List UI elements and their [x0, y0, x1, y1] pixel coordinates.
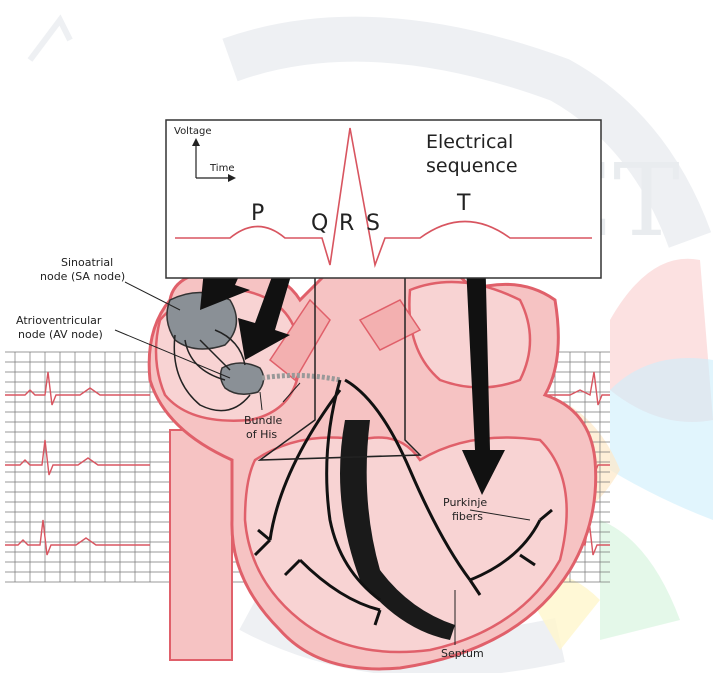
ecg-inset-frame [166, 120, 601, 278]
wave-s-label: S [366, 211, 380, 236]
purkinje-label-line1: Purkinje [443, 496, 487, 509]
wave-r-label: R [339, 211, 354, 236]
wave-p-label: P [251, 201, 264, 226]
av-node-label-line1: Atrioventricular [16, 314, 102, 327]
electrical-sequence-title-line1: Electrical [426, 131, 513, 153]
sa-node-label-line1: Sinoatrial [61, 256, 113, 269]
septum-label: Septum [441, 647, 484, 660]
voltage-label: Voltage [174, 126, 212, 137]
sa-node-label-line2: node (SA node) [40, 270, 125, 283]
time-label: Time [209, 163, 234, 174]
av-node-label-line2: node (AV node) [18, 328, 103, 341]
ecg-inset: Voltage Time Electrical sequence P Q R S… [166, 120, 601, 278]
bundle-of-his-label-line1: Bundle [244, 414, 283, 427]
aorta [170, 430, 232, 660]
wave-q-label: Q [311, 211, 328, 236]
purkinje-label-line2: fibers [452, 510, 483, 523]
bundle-of-his-label-line2: of His [246, 428, 277, 441]
wave-t-label: T [456, 191, 471, 216]
electrical-sequence-title-line2: sequence [426, 155, 518, 177]
